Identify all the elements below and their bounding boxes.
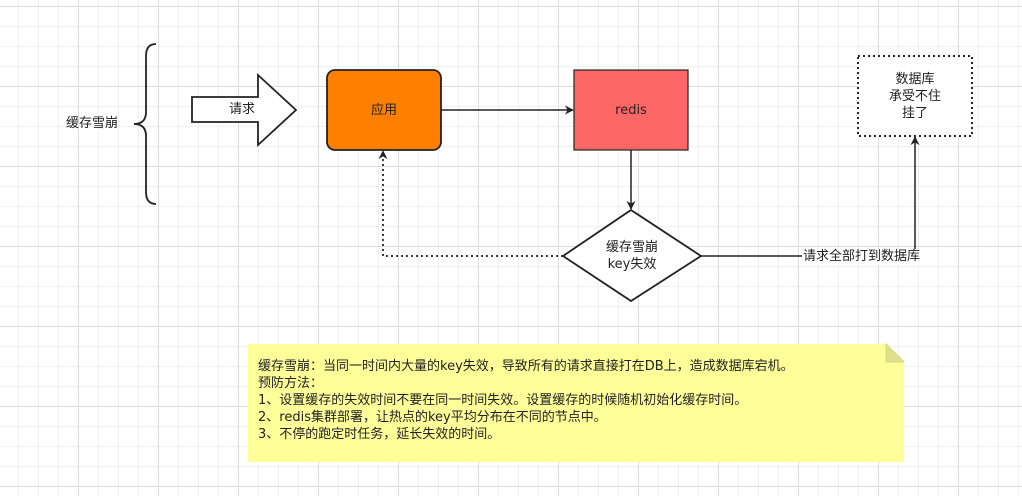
app-node-label: 应用: [370, 102, 397, 118]
database-node: [857, 55, 973, 137]
decision-diamond: [561, 208, 703, 303]
note-fold: [885, 342, 906, 363]
decision-line-1: 缓存雪崩: [605, 240, 658, 255]
brace-label: 缓存雪崩: [66, 116, 119, 131]
note-text: 缓存雪崩：当同一时间内大量的key失效，导致所有的请求直接打在DB上，造成数据库…: [258, 358, 794, 443]
note-box: [248, 344, 904, 462]
edge-decision-to-database: [701, 136, 920, 257]
edge-decision-to-app: [378, 150, 563, 257]
curly-brace: [133, 43, 157, 205]
database-node-label: 数据库 承受不住 挂了: [858, 56, 972, 136]
note-line-1: 缓存雪崩：当同一时间内大量的key失效，导致所有的请求直接打在DB上，造成数据库…: [258, 359, 794, 374]
note-line-4: 2、redis集群部署，让热点的key平均分布在不同的节点中。: [258, 410, 607, 425]
request-block-arrow: [191, 72, 298, 148]
database-line-1: 数据库: [895, 71, 935, 87]
decision-line-2: key失效: [607, 257, 657, 272]
redis-node-label: redis: [615, 102, 647, 118]
note-line-2: 预防方法：: [258, 376, 324, 391]
note-line-3: 1、设置缓存的失效时间不要在同一时间失效。设置缓存的时候随机初始化缓存时间。: [258, 393, 748, 408]
database-line-2: 承受不住: [888, 88, 941, 104]
edge-to-database-label: 请求全部打到数据库: [802, 249, 922, 265]
decision-label: 缓存雪崩 key失效: [563, 210, 701, 302]
request-arrow-label: 请求: [229, 102, 256, 117]
note-line-5: 3、不停的跑定时任务，延长失效的时间。: [258, 427, 501, 442]
database-line-3: 挂了: [901, 105, 928, 121]
